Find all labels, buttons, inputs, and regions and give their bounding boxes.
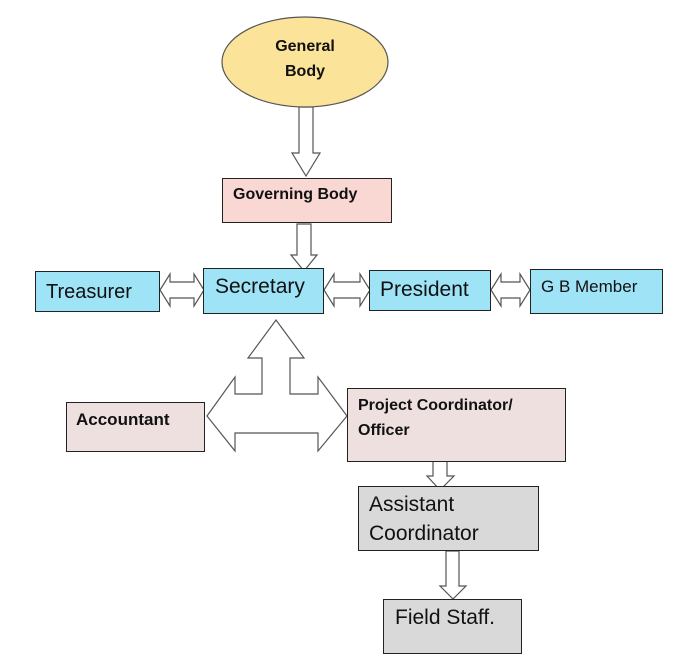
treasurer-label: Treasurer: [46, 281, 132, 303]
project-coordinator-label-line2: Officer: [358, 422, 410, 439]
arrow-three-way: [206, 318, 348, 453]
arrow-governing-to-secretary: [289, 223, 319, 272]
arrow-assistant-to-fieldstaff: [438, 550, 468, 600]
arrow-general-to-governing: [290, 106, 322, 178]
president-label: President: [380, 278, 469, 301]
node-president: President: [369, 270, 491, 311]
gb-member-label: G B Member: [541, 277, 638, 296]
node-secretary: Secretary: [203, 268, 324, 314]
accountant-label: Accountant: [76, 410, 170, 429]
node-governing-body: Governing Body: [222, 178, 392, 223]
general-body-label-line1: General: [275, 38, 335, 55]
node-field-staff: Field Staff.: [383, 599, 522, 654]
arrow-secretary-president: [323, 271, 371, 309]
node-general-body: General Body: [222, 34, 388, 84]
project-coordinator-label-line1: Project Coordinator/: [358, 397, 513, 414]
node-gb-member: G B Member: [530, 269, 663, 314]
field-staff-label: Field Staff.: [395, 606, 495, 629]
arrow-treasurer-secretary: [159, 271, 205, 309]
general-body-ellipse: [221, 16, 389, 108]
secretary-label: Secretary: [215, 275, 305, 298]
node-project-coordinator: Project Coordinator/ Officer: [347, 388, 566, 462]
assistant-coordinator-label-line1: Assistant: [369, 493, 455, 516]
arrow-president-gbmember: [490, 271, 531, 309]
node-accountant: Accountant: [66, 402, 205, 452]
node-treasurer: Treasurer: [35, 271, 160, 312]
assistant-coordinator-label-line2: Coordinator: [369, 522, 479, 545]
general-body-label-line2: Body: [285, 63, 325, 80]
governing-body-label: Governing Body: [233, 186, 358, 203]
node-assistant-coordinator: Assistant Coordinator: [358, 486, 539, 551]
